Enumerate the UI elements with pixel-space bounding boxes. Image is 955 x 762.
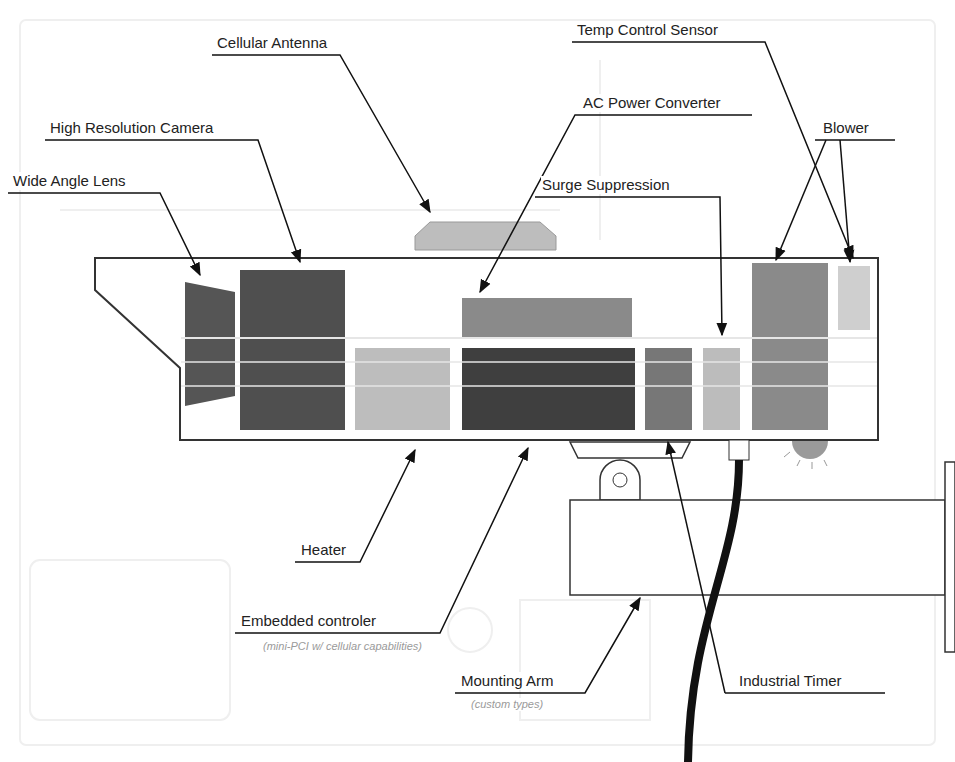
part-label: Blower xyxy=(822,119,870,137)
housing-outline xyxy=(95,258,878,440)
part-label: AC Power Converter xyxy=(582,94,722,112)
part-note: (custom types) xyxy=(470,698,544,711)
part-label: Cellular Antenna xyxy=(216,34,328,52)
leader-line xyxy=(212,55,430,212)
leader-line xyxy=(235,448,528,633)
part-label: Surge Suppression xyxy=(541,176,671,194)
rail-line xyxy=(181,337,877,339)
lens-shape xyxy=(185,282,235,406)
antenna-body xyxy=(415,222,556,250)
ghost-line xyxy=(60,209,560,211)
part-label: Wide Angle Lens xyxy=(12,172,127,190)
heater-block xyxy=(355,348,450,430)
leader-line xyxy=(535,197,722,335)
cable xyxy=(688,440,749,762)
leader-line xyxy=(725,692,885,694)
leader-line xyxy=(840,140,850,262)
wall-plate xyxy=(945,462,955,652)
part-label: Temp Control Sensor xyxy=(576,21,719,39)
ghost-frame xyxy=(20,20,935,745)
mounting-arm xyxy=(570,500,945,595)
ghost-background xyxy=(20,20,935,745)
leader-line xyxy=(455,598,640,693)
leader-line xyxy=(668,442,725,693)
indicator-dome xyxy=(792,441,828,459)
timer-block xyxy=(645,348,692,430)
pivot-bolt xyxy=(613,473,627,487)
part-label: Embedded controler xyxy=(240,612,377,630)
housing xyxy=(95,258,878,469)
blower-block xyxy=(752,263,828,430)
leader-lines xyxy=(8,42,895,693)
controller-block xyxy=(462,348,635,430)
sensor-block xyxy=(838,266,870,330)
ghost-box xyxy=(30,560,230,720)
part-label: High Resolution Camera xyxy=(49,119,214,137)
leader-line xyxy=(8,193,200,275)
part-label: Industrial Timer xyxy=(738,672,843,690)
part-label: Mounting Arm xyxy=(460,672,555,690)
ghost-circle xyxy=(448,608,492,652)
leader-line xyxy=(776,140,826,260)
antenna xyxy=(415,222,556,250)
pivot-block xyxy=(600,460,640,500)
leader-line xyxy=(815,139,895,141)
leader-line xyxy=(295,450,415,562)
dome-rays xyxy=(784,452,827,469)
leader-line xyxy=(480,115,752,292)
rail-line xyxy=(181,361,877,363)
camera-block xyxy=(240,270,345,430)
ghost-line xyxy=(599,60,601,240)
power-cable xyxy=(688,460,739,762)
part-label: Heater xyxy=(300,541,347,559)
rail-line xyxy=(181,385,877,387)
leader-line xyxy=(572,42,853,258)
surge-block xyxy=(703,348,740,430)
leader-line xyxy=(45,140,300,262)
power-converter-block xyxy=(462,298,632,338)
part-note: (mini-PCI w/ cellular capabilities) xyxy=(262,640,423,653)
mount-bracket xyxy=(570,442,690,458)
cable-gland xyxy=(729,440,749,460)
